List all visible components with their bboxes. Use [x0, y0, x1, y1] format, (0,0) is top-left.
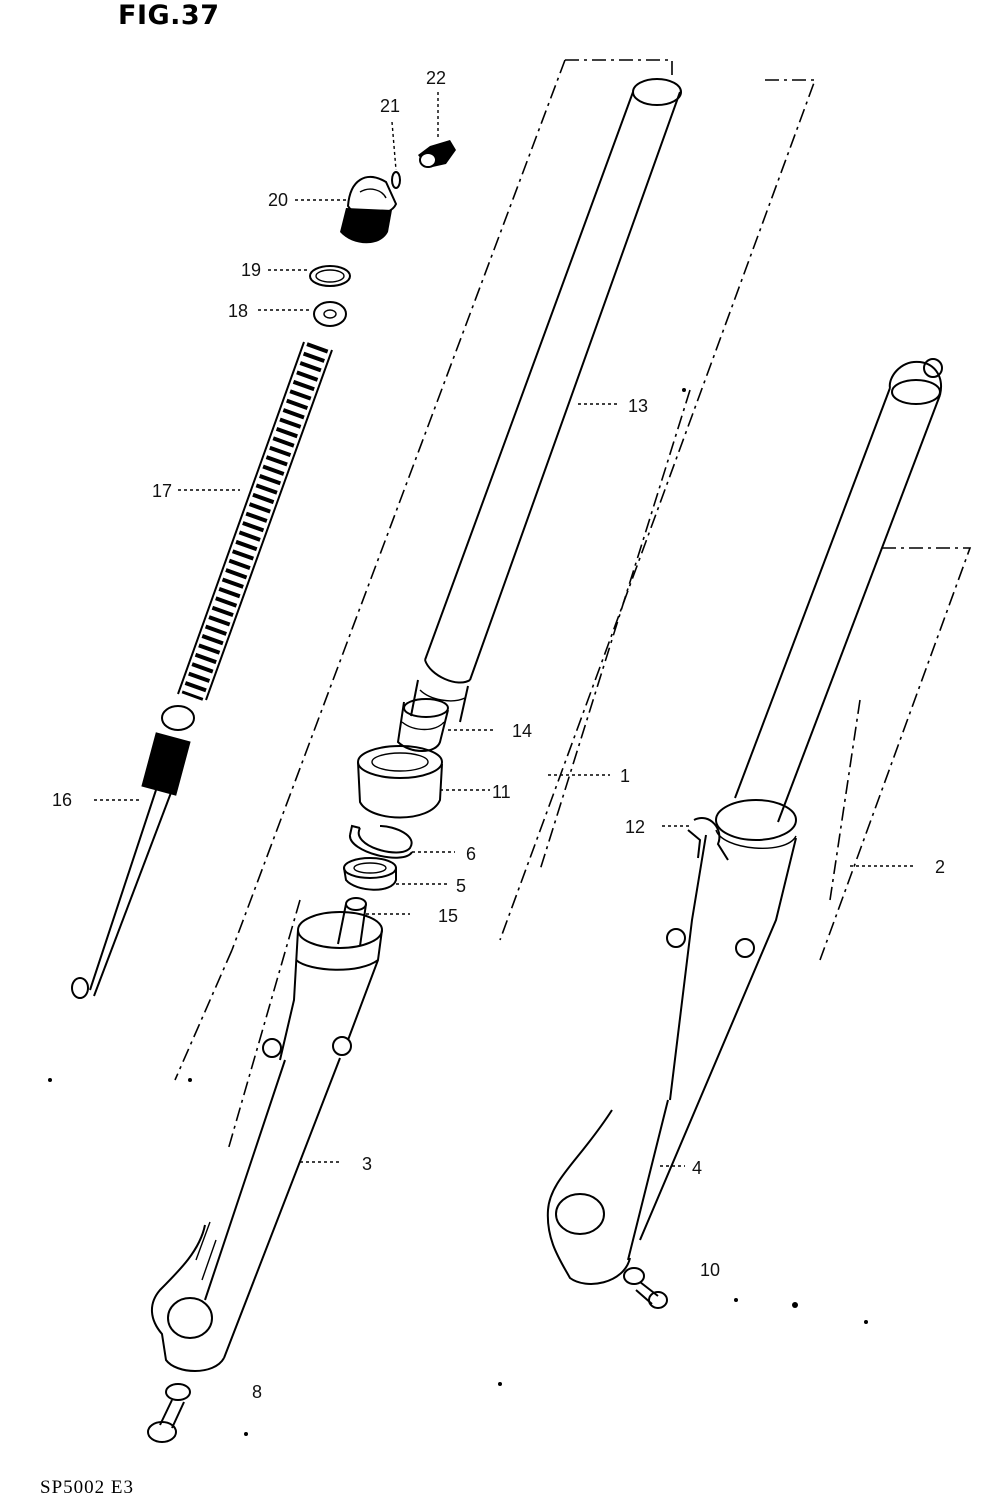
label-4: 4: [692, 1158, 702, 1178]
bolt-left: [147, 1383, 191, 1443]
fork-spring: [177, 341, 333, 701]
inner-tube: [410, 78, 682, 723]
label-21: 21: [380, 96, 400, 116]
label-3: 3: [362, 1154, 372, 1174]
part-labels: 13 14 11 1 6 5 15 3 4 2 12 10 8 16 17 18…: [52, 68, 945, 1402]
fork-cap-bolt: [340, 176, 398, 244]
print-specks: [48, 388, 868, 1436]
assembly-bracket-middle: [499, 79, 817, 941]
label-15: 15: [438, 906, 458, 926]
dust-seal: [357, 745, 443, 819]
label-6: 6: [466, 844, 476, 864]
oil-lock-piece: [337, 897, 367, 947]
oil-seal: [343, 857, 397, 891]
label-12: 12: [625, 817, 645, 837]
label-17: 17: [152, 481, 172, 501]
label-19: 19: [241, 260, 261, 280]
label-8: 8: [252, 1382, 262, 1402]
label-11: 11: [492, 782, 511, 802]
label-20: 20: [268, 190, 288, 210]
assembly-bracket-right: [819, 547, 972, 961]
label-1: 1: [620, 766, 630, 786]
small-o-ring: [391, 171, 401, 189]
o-ring: [309, 265, 351, 287]
outer-tube-left: [151, 911, 383, 1372]
assembly-bracket-left: [174, 59, 673, 1151]
label-22: 22: [426, 68, 446, 88]
snap-ring: [349, 824, 413, 859]
label-2: 2: [935, 857, 945, 877]
label-18: 18: [228, 301, 248, 321]
label-5: 5: [456, 876, 466, 896]
hose-clamp: [687, 817, 729, 861]
diagram-code: SP5002 E3: [40, 1477, 134, 1498]
label-14: 14: [512, 721, 532, 741]
label-16: 16: [52, 790, 72, 810]
label-10: 10: [700, 1260, 720, 1280]
guide-bushing: [396, 698, 449, 752]
bolt-right: [623, 1267, 668, 1309]
air-valve: [418, 140, 456, 168]
leader-lines: [94, 92, 915, 1167]
damper-rod: [71, 705, 195, 999]
figure-title: FIG.37: [118, 0, 220, 31]
spacer: [313, 301, 347, 327]
outer-tube-right: [546, 358, 943, 1285]
label-13: 13: [628, 396, 648, 416]
